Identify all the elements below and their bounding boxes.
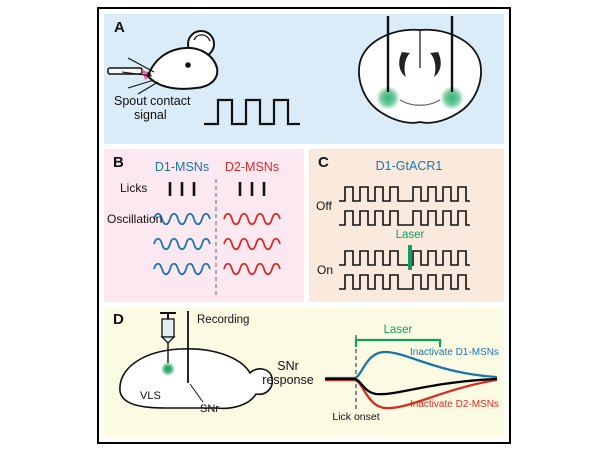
sagittal-brain — [119, 311, 274, 410]
mouse-illustration — [121, 30, 219, 95]
lick-ticks-d2 — [238, 182, 266, 196]
lick-ticks-d1 — [168, 182, 196, 196]
oscillation-waves-d1 — [153, 212, 211, 276]
panel-b-label: B — [113, 154, 124, 171]
snr-response-label: SNr response — [256, 359, 320, 388]
snr-pointer-line — [189, 383, 204, 403]
gfp-expression-right — [440, 86, 464, 110]
laser-bracket — [354, 338, 442, 347]
spout-illustration — [107, 67, 154, 80]
spout-contact-line2: signal — [134, 108, 167, 123]
panel-d-illustration — [119, 311, 498, 410]
panel-c: C D1-GtACR1 Off On Laser — [309, 149, 504, 302]
panel-b: B — [104, 149, 304, 302]
snr-response-line2: response — [262, 373, 314, 388]
d1-gtacr1-header: D1-GtACR1 — [375, 159, 443, 173]
laser-label-d: Laser — [383, 324, 413, 336]
curve-inactivate-d1 — [324, 350, 498, 380]
panel-c-label: C — [318, 154, 329, 171]
on-label: On — [317, 263, 334, 277]
curve-control — [324, 377, 498, 396]
ventricle-left — [399, 52, 410, 77]
mouse-nose — [147, 72, 151, 76]
panel-a-illustration — [107, 16, 482, 126]
mouse-eye — [185, 62, 191, 68]
inactivate-d2-label: Inactivate D2-MSNs — [410, 399, 499, 410]
off-label: Off — [316, 199, 332, 213]
oscillation-label: Oscillation — [107, 212, 163, 226]
spout-signal-wave — [204, 98, 300, 126]
syringe-icon — [160, 312, 176, 363]
whiskers — [121, 57, 159, 95]
panel-d-label: D — [113, 311, 124, 328]
lick-onset-label: Lick onset — [332, 411, 380, 423]
panel-c-illustration — [338, 186, 471, 290]
oscillation-waves-d2 — [223, 212, 281, 276]
snr-response-plot — [324, 335, 498, 410]
gfp-expression-left — [376, 86, 400, 110]
d1-msns-header: D1-MSNs — [154, 160, 210, 174]
ventricle-right — [430, 52, 441, 77]
licks-label: Licks — [120, 181, 148, 195]
vls-injection-core — [165, 366, 171, 372]
d2-msns-header: D2-MSNs — [224, 160, 280, 174]
panel-a-label: A — [114, 19, 125, 36]
spout-contact-label: Spout contact signal — [114, 94, 190, 123]
laser-label-c: Laser — [395, 229, 425, 241]
panel-b-illustration — [153, 179, 281, 297]
laser-on-trains — [338, 250, 471, 290]
coronal-brain-section — [358, 16, 482, 124]
vls-label: VLS — [140, 390, 161, 402]
recording-label: Recording — [197, 314, 250, 326]
panel-d: D — [104, 307, 504, 437]
spout-contact-line1: Spout contact — [114, 94, 191, 108]
inactivate-d1-label: Inactivate D1-MSNs — [410, 347, 499, 358]
figure-frame: A — [97, 7, 511, 444]
snr-response-line1: SNr — [277, 359, 299, 373]
snr-label: SNr — [200, 403, 219, 415]
panel-a: A — [104, 14, 504, 144]
laser-off-trains — [338, 186, 471, 226]
